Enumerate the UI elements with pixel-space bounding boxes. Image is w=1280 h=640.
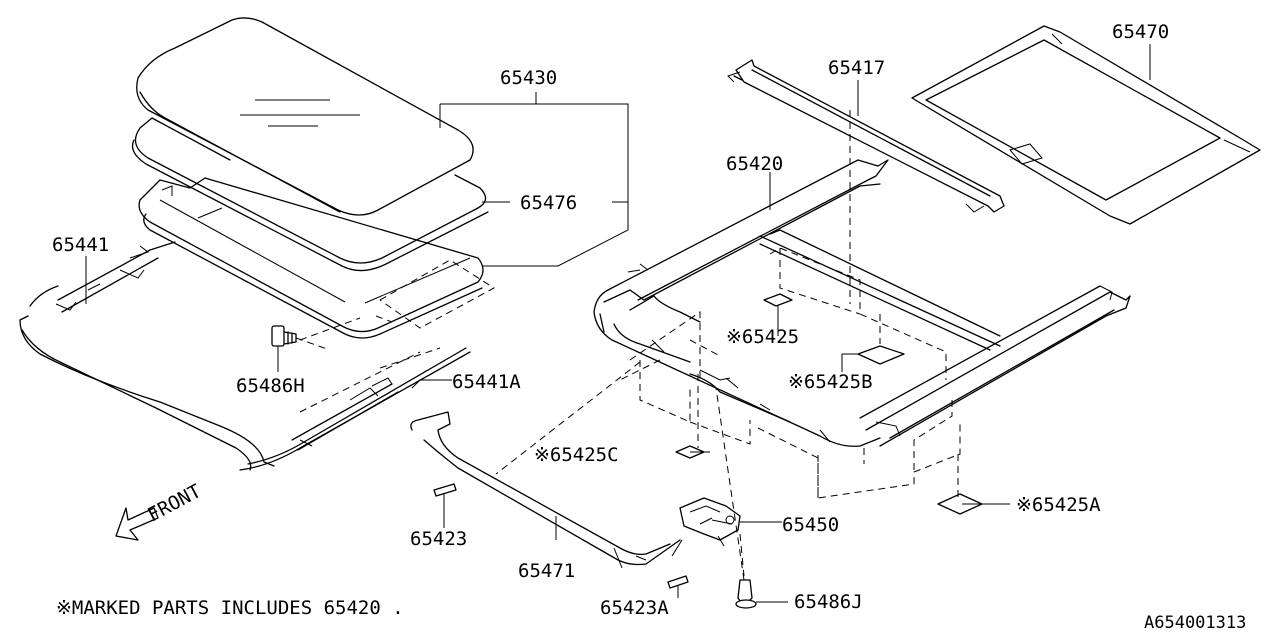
pin-65423 <box>433 483 689 598</box>
sunroof-frame <box>593 159 1131 447</box>
bolt-65486h <box>271 325 331 372</box>
label-65430: 65430 <box>500 67 557 89</box>
glass-seal <box>131 117 489 272</box>
wind-deflector <box>727 59 1005 213</box>
frame-dashed-outlines <box>495 110 961 499</box>
label-65476: 65476 <box>520 192 577 214</box>
bolt-65486j <box>715 387 788 609</box>
label-65486j: 65486J <box>794 591 863 613</box>
label-65471: 65471 <box>518 560 575 582</box>
label-65425: ※65425 <box>726 326 799 348</box>
label-65425a: ※65425A <box>1016 494 1101 516</box>
drive-cable <box>410 411 681 569</box>
label-65420: 65420 <box>726 153 783 175</box>
sunshade-panel <box>911 25 1261 225</box>
label-65486h: 65486H <box>236 375 305 397</box>
front-direction-arrow <box>115 507 159 541</box>
label-65423a: 65423A <box>600 597 669 619</box>
label-65423: 65423 <box>410 528 467 550</box>
sunroof-motor <box>679 497 782 547</box>
left-side-rail <box>19 241 471 471</box>
label-65425b: ※65425B <box>788 371 873 393</box>
leader-lines <box>85 44 1151 540</box>
label-65441: 65441 <box>52 234 109 256</box>
sunroof-glass-panel <box>136 17 474 216</box>
front-label: FRONT <box>144 480 205 526</box>
right-side-rail <box>291 347 441 451</box>
label-65417: 65417 <box>828 57 885 79</box>
label-65441a: 65441A <box>452 371 521 393</box>
patch-pieces <box>675 293 1010 515</box>
label-65425c: ※65425C <box>534 444 619 466</box>
label-65470: 65470 <box>1112 21 1169 43</box>
glass-frame <box>138 177 495 341</box>
label-65450: 65450 <box>782 514 839 536</box>
diagram-code: A654001313 <box>1144 613 1246 633</box>
footnote: ※MARKED PARTS INCLUDES 65420 . <box>56 597 404 619</box>
